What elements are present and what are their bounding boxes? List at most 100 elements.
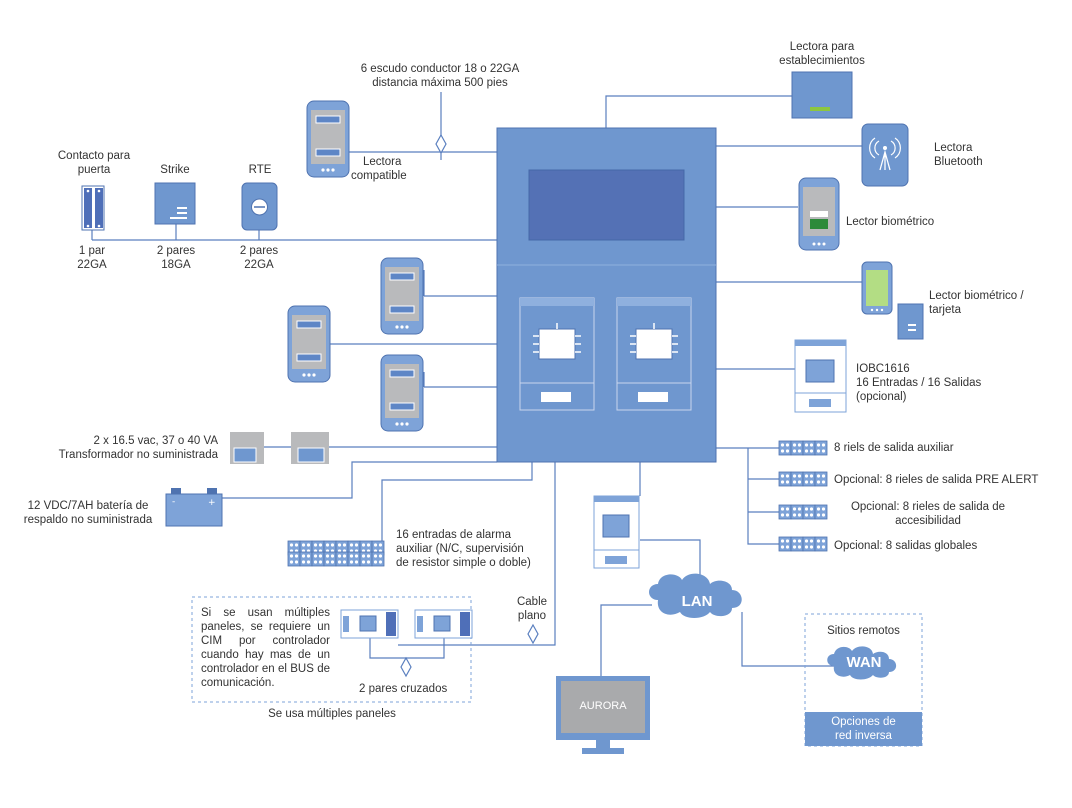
output-accessibility-line: Opcional: 8 rieles de salida de xyxy=(850,501,1006,513)
battery-label: 12 VDC/7AH batería de respaldo no sumini… xyxy=(14,499,162,527)
iobc-line: IOBC1616 xyxy=(856,363,910,375)
door-contact-line: puerta xyxy=(77,164,111,176)
shield-label: 6 escudo conductor 18 o 22GA distancia m… xyxy=(340,62,540,90)
alarm-inputs-line: auxiliar (N/C, supervisión xyxy=(396,543,524,555)
shield-diamond xyxy=(435,133,447,155)
output-aux-label: 8 riels de salida auxiliar xyxy=(834,442,954,454)
output-prealert-label: Opcional: 8 rieles de salida PRE ALERT xyxy=(834,474,1039,486)
iobc-line: 16 Entradas / 16 Salidas xyxy=(856,377,982,389)
alarm-inputs-label: 16 entradas de alarma auxiliar (N/C, sup… xyxy=(396,528,531,570)
establishment-reader-line: Lectora para xyxy=(789,41,855,53)
phone-reader-icon xyxy=(380,354,424,432)
wire-spec-line: 18GA xyxy=(161,259,191,271)
transformer-icon xyxy=(230,432,264,464)
alarm-inputs-line: de resistor simple o doble) xyxy=(396,557,531,569)
cloud-icon xyxy=(649,573,742,618)
battery-line: respaldo no suministrada xyxy=(23,514,153,526)
door-contact-line: Contacto para xyxy=(57,150,131,162)
reverse-network-line: Opciones de xyxy=(831,716,896,728)
terminal-block-icon xyxy=(778,536,828,552)
cloud-icon xyxy=(827,646,897,680)
aurora-label: AURORA xyxy=(579,700,627,712)
lan-label: LAN xyxy=(681,593,713,610)
establishment-reader-label: Lectora para establecimientos xyxy=(762,40,882,68)
output-accessibility-label: Opcional: 8 rieles de salida de accesibi… xyxy=(826,500,1030,528)
terminal-block-icon xyxy=(287,540,385,567)
monitor-icon xyxy=(556,676,650,754)
svg-text:-: - xyxy=(172,497,175,507)
bluetooth-reader-line: Lectora xyxy=(934,142,973,154)
rte-icon xyxy=(241,182,278,231)
battery-line: 12 VDC/7AH batería de xyxy=(27,500,149,512)
wire-spec-line: 1 par xyxy=(78,245,106,257)
establishment-reader-line: establecimientos xyxy=(779,55,865,67)
reverse-network-banner xyxy=(805,712,922,746)
bluetooth-reader-label: Lectora Bluetooth xyxy=(921,141,983,169)
transformer-line: 2 x 16.5 vac, 37 o 40 VA xyxy=(93,435,218,447)
strike-label: Strike xyxy=(160,164,190,176)
biometric-card-line: Lector biométrico / xyxy=(929,290,1024,302)
output-global-label: Opcional: 8 salidas globales xyxy=(834,540,978,552)
phone-reader-icon xyxy=(306,100,350,178)
output-accessibility-line: accesibilidad xyxy=(895,515,961,527)
biometric-card-reader-icon xyxy=(861,261,924,340)
rte-wire-label: 2 pares 22GA xyxy=(229,244,289,272)
bluetooth-reader-line: Bluetooth xyxy=(934,156,983,168)
strike-icon xyxy=(154,182,196,225)
wire-spec-line: 2 pares xyxy=(239,245,279,257)
biometric-card-line: tarjeta xyxy=(929,304,961,316)
alarm-inputs-line: 16 entradas de alarma xyxy=(396,529,512,541)
strike-wire-label: 2 pares 18GA xyxy=(146,244,206,272)
phone-reader-icon xyxy=(380,257,424,335)
multi-panel-box xyxy=(191,596,472,703)
cim-module-icon xyxy=(414,609,473,639)
wire-spec-line: 2 pares xyxy=(156,245,196,257)
bluetooth-reader-icon xyxy=(861,123,909,187)
shield-label-line: distancia máxima 500 pies xyxy=(372,77,508,89)
flat-cable-line: plano xyxy=(517,610,547,622)
multi-panel-note: Si se usan múltiples paneles, se requier… xyxy=(201,607,330,689)
biometric-reader-icon xyxy=(798,177,840,251)
panel-display xyxy=(528,169,685,241)
door-contact-label: Contacto para puerta xyxy=(48,149,140,177)
transformer-line: Transformador no suministrada xyxy=(58,449,218,461)
door-contact-icon xyxy=(81,185,105,231)
shield-label-line: 6 escudo conductor 18 o 22GA xyxy=(360,63,520,75)
compatible-reader-line: Lectora xyxy=(363,156,402,168)
iobc-label: IOBC1616 16 Entradas / 16 Salidas (opcio… xyxy=(856,362,981,404)
svg-text:+: + xyxy=(208,498,216,508)
wire-spec-line: 22GA xyxy=(244,259,274,271)
biometric-reader-label: Lector biométrico xyxy=(846,216,935,228)
battery-icon: - + xyxy=(165,488,223,527)
reverse-network-label: Opciones de red inversa xyxy=(805,715,922,743)
biometric-card-label: Lector biométrico / tarjeta xyxy=(929,289,1024,317)
wiring-lines xyxy=(91,92,862,676)
compatible-reader-label: Lectora compatible xyxy=(351,155,407,183)
terminal-block-icon xyxy=(778,471,828,487)
cross-diamond xyxy=(400,656,412,678)
rte-label: RTE xyxy=(248,164,272,176)
phone-reader-icon xyxy=(287,305,331,383)
cable-diamond xyxy=(527,623,539,645)
door-contact-wire-label: 1 par 22GA xyxy=(62,244,122,272)
transformer-label: 2 x 16.5 vac, 37 o 40 VA Transformador n… xyxy=(20,434,218,462)
reverse-network-line: red inversa xyxy=(835,730,892,742)
transformer-icon xyxy=(291,432,329,464)
wan-label: WAN xyxy=(846,654,882,671)
network-module-icon xyxy=(593,495,640,569)
multi-panel-caption: Se usa múltiples paneles xyxy=(268,708,396,720)
flat-cable-line: Cable xyxy=(516,596,548,608)
cross-pairs-label: 2 pares cruzados xyxy=(359,683,448,695)
terminal-block-icon xyxy=(778,440,828,456)
terminal-block-icon xyxy=(778,504,828,520)
cim-module-icon xyxy=(340,609,399,639)
main-controller-panel xyxy=(496,127,717,463)
iobc-line: (opcional) xyxy=(856,391,907,403)
remote-sites-label: Sitios remotos xyxy=(827,625,900,637)
card-reader-icon xyxy=(791,71,853,119)
compatible-reader-line: compatible xyxy=(351,170,407,182)
io-board-icon xyxy=(794,339,847,413)
flat-cable-label: Cable plano xyxy=(504,595,560,623)
